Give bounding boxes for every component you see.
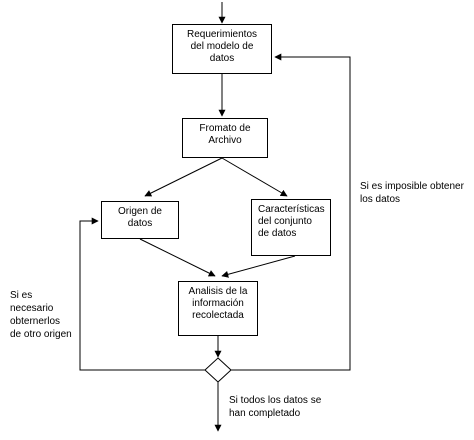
loop-to-requirements	[231, 53, 351, 371]
node-requirements: Requerimientos del modelo de datos	[172, 24, 272, 74]
arrow-format-to-characteristics	[221, 157, 288, 197]
node-analysis: Analisis de la información recolectada	[178, 281, 258, 336]
arrow-origin-to-analysis	[139, 238, 216, 277]
note-impossible-data: Si es imposible obtener los datos	[360, 181, 464, 205]
arrow-characteristics-to-analysis	[221, 255, 296, 278]
node-file-format: Fromato de Archivo	[182, 118, 268, 158]
note-other-origin: Si es necesario obternerlos de otro orig…	[10, 290, 72, 340]
decision-diamond	[204, 357, 232, 383]
arrow-format-to-origin	[144, 157, 223, 197]
node-data-origin: Origen de datos	[101, 201, 179, 239]
loop-to-origin	[79, 217, 205, 371]
note-data-completed: Si todos los datos se han completado	[229, 395, 322, 419]
node-dataset-characteristics: Características del conjunto de datos	[251, 199, 331, 256]
